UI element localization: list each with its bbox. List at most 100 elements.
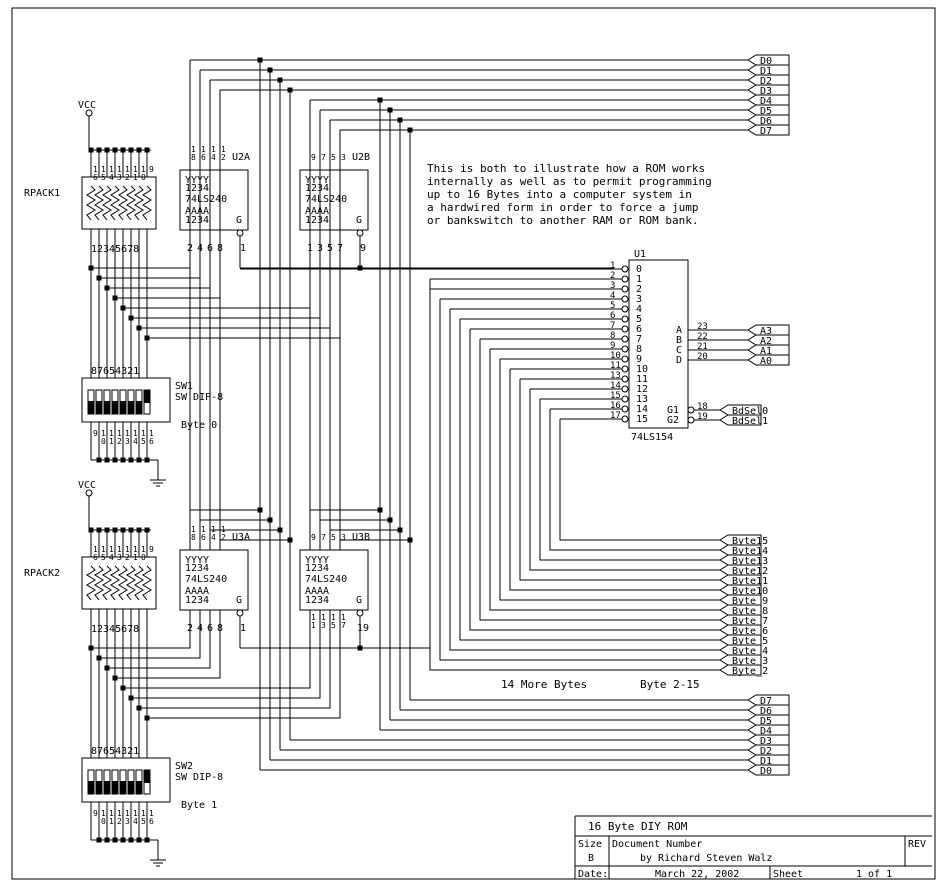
- rpack-pin: 9: [149, 165, 154, 174]
- junction-dot: [257, 507, 263, 513]
- buffer-in-pin: 4: [197, 243, 203, 254]
- decoder-output-bubble: [621, 265, 629, 273]
- byte-line-Byte_5: [459, 319, 720, 641]
- junction-dot: [144, 715, 150, 721]
- decoder-output-label: 15: [636, 414, 648, 425]
- data-bus-bottom-D2-label: D2: [760, 746, 772, 757]
- junction-dot: [128, 695, 134, 701]
- buffer-input: [123, 610, 311, 689]
- decoder-output-pin: 15: [610, 391, 621, 401]
- junction-dot: [136, 457, 142, 463]
- rpack-body: [81, 556, 157, 610]
- decoder-input-name: B: [676, 335, 682, 346]
- vcc-pin: [85, 109, 93, 117]
- buffer-y-labels: YYYY: [185, 555, 209, 566]
- decoder-output-bubble: [621, 335, 629, 343]
- junction-dot: [104, 285, 110, 291]
- decoder-output-bubble: [621, 415, 629, 423]
- switch-part: SW DIP-8: [175, 392, 223, 403]
- resistor-zigzag: [110, 565, 120, 601]
- byte-line-Byte13-label: Byte13: [732, 556, 768, 567]
- byte-line-Byte12-label: Byte12: [732, 566, 768, 577]
- junction-dot: [377, 507, 383, 513]
- data-bus-bottom-D3-label: D3: [760, 736, 772, 747]
- junction-dot: [128, 147, 134, 153]
- decoder-output-pin: 11: [610, 361, 621, 371]
- junction-dot: [104, 665, 110, 671]
- dip-switch-knob: [88, 781, 94, 794]
- buffer-in-pin: 2: [187, 623, 193, 634]
- byte-line-Byte15: [719, 534, 762, 546]
- junction-dot: [112, 457, 118, 463]
- gate-bubble: [356, 609, 364, 617]
- decoder-output-bubble: [621, 405, 629, 413]
- size-label: Size: [578, 839, 602, 850]
- junction-dot: [120, 837, 126, 843]
- buffer-out-pin: 7: [321, 153, 326, 162]
- data-bus-top-D1-label: D1: [760, 66, 772, 77]
- doc-number-value: by Richard Steven Walz: [640, 853, 772, 864]
- byte-line-Byte_7: [479, 339, 720, 621]
- byte-line-Byte13: [539, 399, 720, 561]
- resistor-zigzag: [110, 185, 120, 221]
- junction-dot: [128, 837, 134, 843]
- decoder-output-bubble: [621, 355, 629, 363]
- ground-symbol: [150, 460, 166, 487]
- junction-dot: [96, 527, 102, 533]
- decoder-output-label: 11: [636, 374, 648, 385]
- resistor-zigzag: [86, 565, 96, 601]
- junction-dot: [136, 705, 142, 711]
- resistor-zigzag: [126, 185, 136, 221]
- buffer-in-pin: 2: [187, 243, 193, 254]
- data-bus-bottom-D7-label: D7: [760, 696, 772, 707]
- buffer-output-route: [309, 509, 380, 550]
- data-bus-top-D2: [747, 74, 790, 86]
- buffer-body-U2B: [299, 169, 369, 231]
- buffer-y-numbers: 1234: [185, 563, 209, 574]
- decoder-output-pin: 10: [610, 351, 621, 361]
- data-bus-top-D0: [747, 54, 790, 66]
- byte-line-Byte12: [529, 389, 720, 571]
- vcc-label: VCC: [78, 100, 96, 111]
- junction-dot: [112, 295, 118, 301]
- decoder-output-pin: 1: [610, 261, 615, 271]
- buffer-output-route: [339, 539, 410, 550]
- junction-dot: [128, 315, 134, 321]
- buffer-out-pin: 5: [331, 533, 336, 542]
- data-bus-bottom-D0: [747, 764, 790, 776]
- junction-dot: [407, 127, 413, 133]
- junction-dot: [104, 147, 110, 153]
- data-bus-bottom-D4: [747, 724, 790, 736]
- sheet-label: Sheet: [773, 869, 803, 880]
- buffer-input: [139, 610, 331, 709]
- switch-pin: 9: [93, 429, 98, 438]
- decoder-output-label: 2: [636, 284, 642, 295]
- title-block-title: 16 Byte DIY ROM: [588, 820, 688, 833]
- buffer-in-pin: 7: [337, 243, 343, 254]
- buffer-output-route: [319, 519, 390, 550]
- buffer-part: 74LS240: [305, 574, 347, 585]
- junctions: [88, 57, 413, 843]
- decoder-output-pin: 7: [610, 321, 615, 331]
- dip-switch-knob: [144, 770, 150, 783]
- decoder-output-pin: 2: [610, 271, 615, 281]
- resistor-zigzag: [102, 185, 112, 221]
- rpack-body: [81, 176, 157, 230]
- resistor-zigzag: [134, 565, 144, 601]
- junction-dot: [257, 57, 263, 63]
- switch-part: SW DIP-8: [175, 772, 223, 783]
- dip-switch-body: [81, 757, 171, 803]
- junction-dot: [387, 107, 393, 113]
- byte-line-Byte_4-label: Byte_4: [732, 646, 768, 657]
- byte-line-Byte10: [719, 584, 762, 596]
- buffer-body-U3B: [299, 549, 369, 611]
- gate-bubble: [356, 229, 364, 237]
